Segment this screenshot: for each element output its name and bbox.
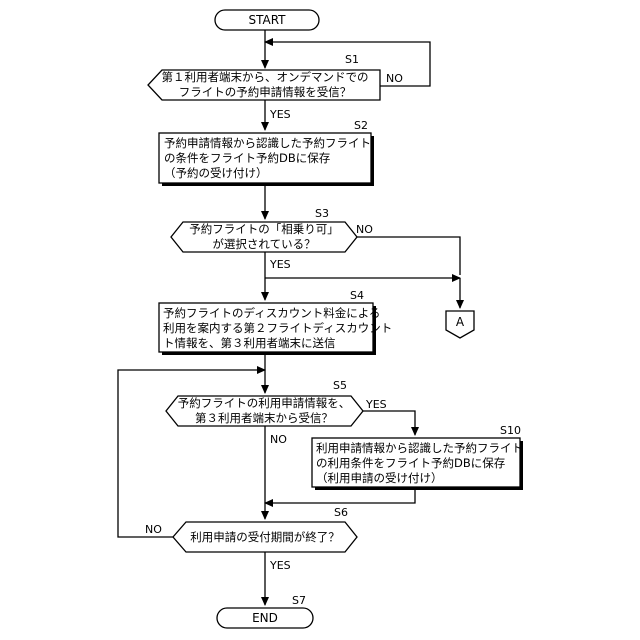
s3-step-id: S3 (315, 207, 329, 220)
s5-yes-label: YES (365, 398, 387, 411)
s5-step-id: S5 (333, 379, 347, 392)
s1-text-line2: フライトの予約申請情報を受信？ (179, 85, 352, 99)
s10-text-line2: の利用条件をフライト予約DBに保存 (316, 456, 505, 470)
s3-text-line1: 予約フライトの「相乗り可」 (189, 222, 339, 236)
s10-text-line3: （利用申請の受け付け） (316, 471, 443, 485)
process-s4: 予約フライトのディスカウント料金による 利用を案内する第２フライトディスカウント… (159, 289, 392, 355)
s1-step-id: S1 (345, 53, 359, 66)
decision-s6: 利用申請の受付期間が終了？ S6 NO YES (145, 506, 357, 572)
process-s10: 利用申請情報から認識した予約フライト の利用条件をフライト予約DBに保存 （利用… (312, 424, 523, 490)
s4-text-line1: 予約フライトのディスカウント料金による (163, 306, 380, 320)
connector-a-label: A (456, 315, 465, 329)
s5-text-line1: 予約フライトの利用申請情報を、 (178, 396, 351, 410)
decision-s3: 予約フライトの「相乗り可」 が選択されている？ S3 NO YES (171, 207, 373, 271)
process-s2: 予約申請情報から認識した予約フライト の条件をフライト予約DBに保存 （予約の受… (159, 119, 374, 186)
s4-text-line3: ト情報を、第３利用者端末に送信 (163, 336, 336, 350)
s4-step-id: S4 (350, 289, 364, 302)
s1-text-line1: 第１利用者端末から、オンデマンドでの (162, 70, 369, 84)
arrow-s3-no (357, 237, 460, 275)
s3-text-line2: が選択されている？ (212, 237, 315, 251)
s7-step-id: S7 (292, 594, 306, 607)
arrow-s5-s10 (363, 411, 415, 435)
s2-step-id: S2 (354, 119, 368, 132)
connector-a: A (446, 311, 474, 338)
end-label: END (252, 611, 278, 625)
s6-no-label: NO (145, 523, 162, 536)
s1-no-label: NO (386, 72, 403, 85)
s6-text-line1: 利用申請の受付期間が終了？ (190, 530, 340, 544)
s6-step-id: S6 (334, 506, 348, 519)
start-terminal: START (215, 10, 319, 30)
s10-text-line1: 利用申請情報から認識した予約フライト (316, 441, 523, 455)
s6-yes-label: YES (269, 559, 291, 572)
s2-text-line3: （予約の受け付け） (164, 166, 268, 180)
s4-text-line2: 利用を案内する第２フライトディスカウント (163, 321, 392, 335)
s5-no-label: NO (270, 433, 287, 446)
s3-yes-label: YES (269, 258, 291, 271)
decision-s1: 第１利用者端末から、オンデマンドでの フライトの予約申請情報を受信？ S1 NO… (148, 53, 403, 121)
s2-text-line1: 予約申請情報から認識した予約フライト (164, 136, 371, 150)
decision-s5: 予約フライトの利用申請情報を、 第３利用者端末から受信？ S5 YES NO (166, 379, 387, 446)
arrow-s10-merge (265, 490, 415, 503)
start-label: START (248, 13, 286, 27)
s3-no-label: NO (356, 223, 373, 236)
s1-yes-label: YES (269, 108, 291, 121)
s5-text-line2: 第３利用者端末から受信？ (195, 411, 333, 425)
s10-step-id: S10 (500, 424, 521, 437)
s2-text-line2: の条件をフライト予約DBに保存 (164, 151, 330, 165)
